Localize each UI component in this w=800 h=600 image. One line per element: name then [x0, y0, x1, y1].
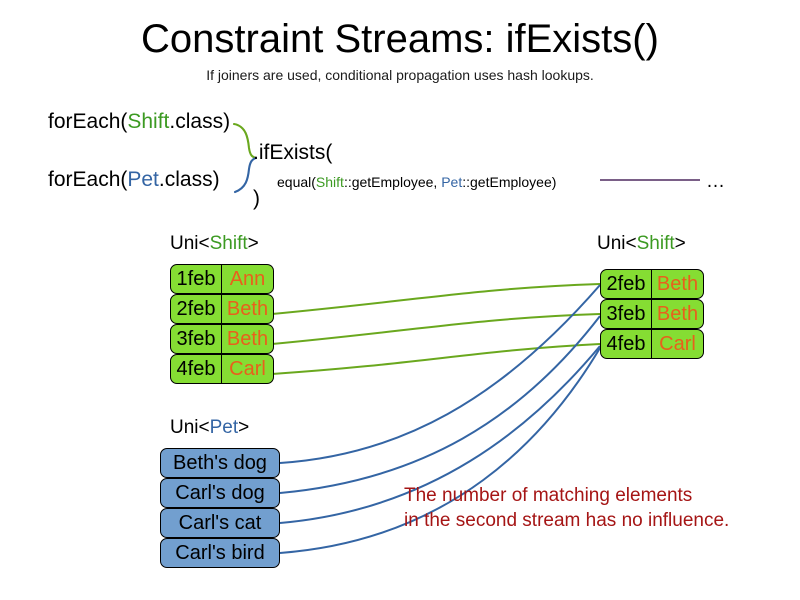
cell-name: Carl — [222, 354, 274, 384]
label-right-shift-type: Shift — [636, 233, 675, 254]
label-left-pet-stream: Uni<Pet> — [170, 417, 249, 439]
table-row[interactable]: 2feb Beth — [170, 294, 274, 324]
wire-shift-2feb — [271, 283, 601, 315]
cell-name: Beth — [652, 269, 704, 299]
cell-date: 4feb — [170, 354, 222, 384]
note-line-1: The number of matching elements — [404, 485, 693, 506]
cell-date: 4feb — [600, 329, 652, 359]
left-shift-tuple-list: 1feb Ann 2feb Beth 3feb Beth 4feb Carl — [170, 264, 274, 384]
wire-shift-3feb — [271, 313, 601, 345]
table-row[interactable]: 3feb Beth — [170, 324, 274, 354]
cell-name: Ann — [222, 264, 274, 294]
label-left-shift-suffix: > — [247, 233, 259, 254]
wire-pet-carls-dog — [279, 315, 601, 494]
code-ifexists-close: ) — [253, 187, 260, 210]
code-type-shift: Shift — [127, 110, 170, 133]
label-left-shift-type: Shift — [209, 233, 248, 254]
cell-name: Beth — [652, 299, 704, 329]
cell-name: Beth — [222, 294, 274, 324]
table-row[interactable]: 3feb Beth — [600, 299, 704, 329]
cell-date: 2feb — [600, 269, 652, 299]
table-row[interactable]: 4feb Carl — [600, 329, 704, 359]
cell-date: 1feb — [170, 264, 222, 294]
code-foreach-pet-suffix: .class) — [158, 168, 220, 191]
label-left-pet-type: Pet — [209, 417, 239, 438]
code-foreach-shift-suffix: .class) — [169, 110, 231, 133]
cell-name: Carl — [652, 329, 704, 359]
label-right-shift-prefix: Uni< — [597, 233, 637, 254]
cell-pet: Carl's bird — [160, 538, 280, 568]
left-pet-tuple-list: Beth's dog Carl's dog Carl's cat Carl's … — [160, 448, 280, 568]
table-row[interactable]: 1feb Ann — [170, 264, 274, 294]
label-right-shift-suffix: > — [674, 233, 686, 254]
cell-name: Beth — [222, 324, 274, 354]
table-row[interactable]: 4feb Carl — [170, 354, 274, 384]
code-ellipsis: … — [706, 171, 725, 192]
code-joiner-prefix: equal( — [277, 174, 316, 190]
wire-pet-beths-dog — [279, 284, 601, 464]
page-title: Constraint Streams: ifExists() — [141, 17, 659, 61]
list-item[interactable]: Carl's cat — [160, 508, 280, 538]
table-row[interactable]: 2feb Beth — [600, 269, 704, 299]
cell-pet: Beth's dog — [160, 448, 280, 478]
cell-pet: Carl's cat — [160, 508, 280, 538]
note-line-2: in the second stream has no influence. — [404, 510, 730, 531]
cell-pet: Carl's dog — [160, 478, 280, 508]
code-foreach-shift-prefix: forEach( — [48, 110, 128, 133]
code-foreach-shift: forEach(Shift.class) — [48, 110, 230, 134]
wire-shift-4feb — [271, 343, 601, 375]
code-foreach-pet-prefix: forEach( — [48, 168, 128, 191]
label-left-shift-stream: Uni<Shift> — [170, 233, 259, 255]
code-ifexists-open: .ifExists( — [253, 141, 333, 164]
cell-date: 3feb — [600, 299, 652, 329]
cell-date: 2feb — [170, 294, 222, 324]
page-subtitle: If joiners are used, conditional propaga… — [206, 67, 594, 83]
label-right-shift-stream: Uni<Shift> — [597, 233, 686, 255]
code-joiner-equal: equal(Shift::getEmployee, Pet::getEmploy… — [277, 173, 556, 191]
code-foreach-pet: forEach(Pet.class) — [48, 168, 220, 192]
label-left-pet-suffix: > — [238, 417, 250, 438]
code-joiner-left-ref: ::getEmployee, — [343, 174, 442, 190]
code-joiner-type-shift: Shift — [315, 174, 344, 190]
right-shift-tuple-list: 2feb Beth 3feb Beth 4feb Carl — [600, 269, 704, 359]
code-type-pet: Pet — [127, 168, 159, 191]
label-left-pet-prefix: Uni< — [170, 417, 210, 438]
code-joiner-type-pet: Pet — [441, 174, 463, 190]
list-item[interactable]: Carl's bird — [160, 538, 280, 568]
list-item[interactable]: Carl's dog — [160, 478, 280, 508]
cell-date: 3feb — [170, 324, 222, 354]
label-left-shift-prefix: Uni< — [170, 233, 210, 254]
code-joiner-right-ref: ::getEmployee) — [462, 174, 557, 190]
list-item[interactable]: Beth's dog — [160, 448, 280, 478]
